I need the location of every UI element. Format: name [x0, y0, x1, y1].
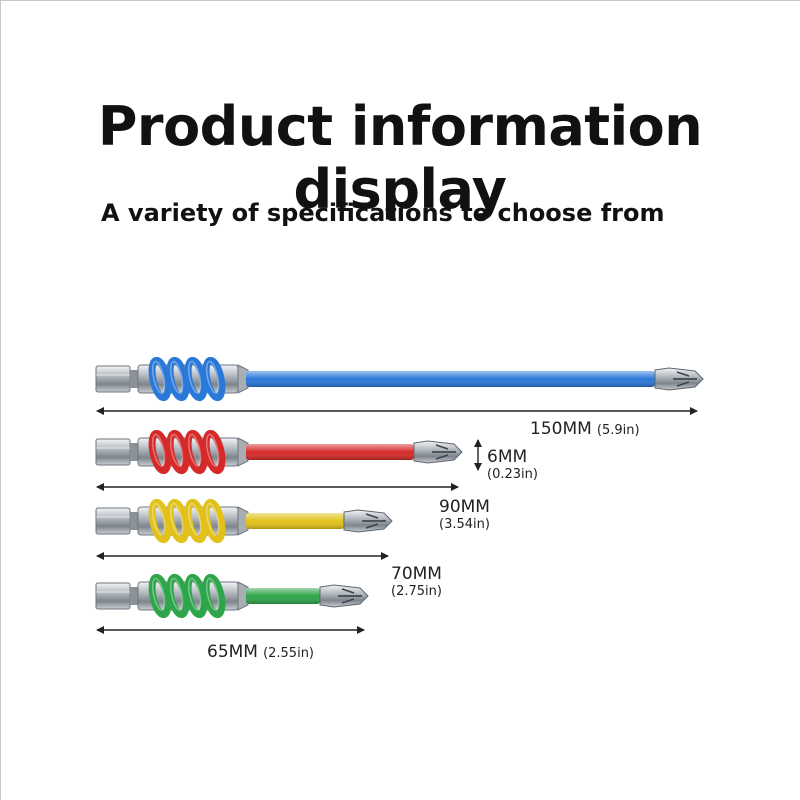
length-label-150mm: 150MM (5.9in) [530, 419, 640, 439]
spring-coil [166, 356, 190, 402]
length-label-65mm: 65MM (2.55in) [207, 642, 314, 662]
spring-coil [166, 429, 190, 475]
spring-coil [166, 573, 190, 619]
spring-coil [148, 573, 172, 619]
page-subtitle: A variety of specifications to choose fr… [101, 199, 665, 227]
length-mm: 90MM [439, 497, 490, 517]
diameter-label: 6MM (0.23in) [487, 447, 538, 482]
shank-groove [130, 370, 138, 388]
top-border [0, 0, 800, 1]
spring-coil [202, 356, 226, 402]
length-mm: 70MM [391, 564, 442, 584]
left-border [0, 0, 1, 800]
length-inch: (2.75in) [391, 584, 442, 599]
spring-coil [166, 498, 190, 544]
spring-coil [148, 429, 172, 475]
page-title: Product information display [97, 95, 703, 221]
spring-coil [202, 573, 226, 619]
length-inch: (5.9in) [596, 423, 640, 438]
bit-red [95, 429, 463, 475]
spring-coil [184, 356, 208, 402]
bit-yellow [95, 498, 393, 544]
spring-coil [184, 498, 208, 544]
shank-groove [130, 587, 138, 605]
spring-coil [184, 429, 208, 475]
spring-coil [184, 573, 208, 619]
spring-coil [148, 356, 172, 402]
hex-shank [95, 365, 131, 393]
length-inch: (3.54in) [439, 517, 490, 532]
spring-coil [148, 498, 172, 544]
shank-groove [130, 512, 138, 530]
bit-blue [95, 356, 704, 402]
hex-shank [95, 582, 131, 610]
spring-coil [202, 498, 226, 544]
length-inch: (2.55in) [263, 646, 315, 661]
shank-groove [130, 443, 138, 461]
diameter-mm: 6MM [487, 447, 528, 467]
hex-shank [95, 438, 131, 466]
length-label-90mm: 90MM (3.54in) [439, 497, 490, 532]
hex-shank [95, 507, 131, 535]
bit-green [95, 573, 369, 619]
diameter-inch: (0.23in) [487, 467, 538, 482]
length-mm: 65MM [207, 642, 258, 662]
spring-coil [202, 429, 226, 475]
length-mm: 150MM [530, 419, 592, 439]
length-label-70mm: 70MM (2.75in) [391, 564, 442, 599]
